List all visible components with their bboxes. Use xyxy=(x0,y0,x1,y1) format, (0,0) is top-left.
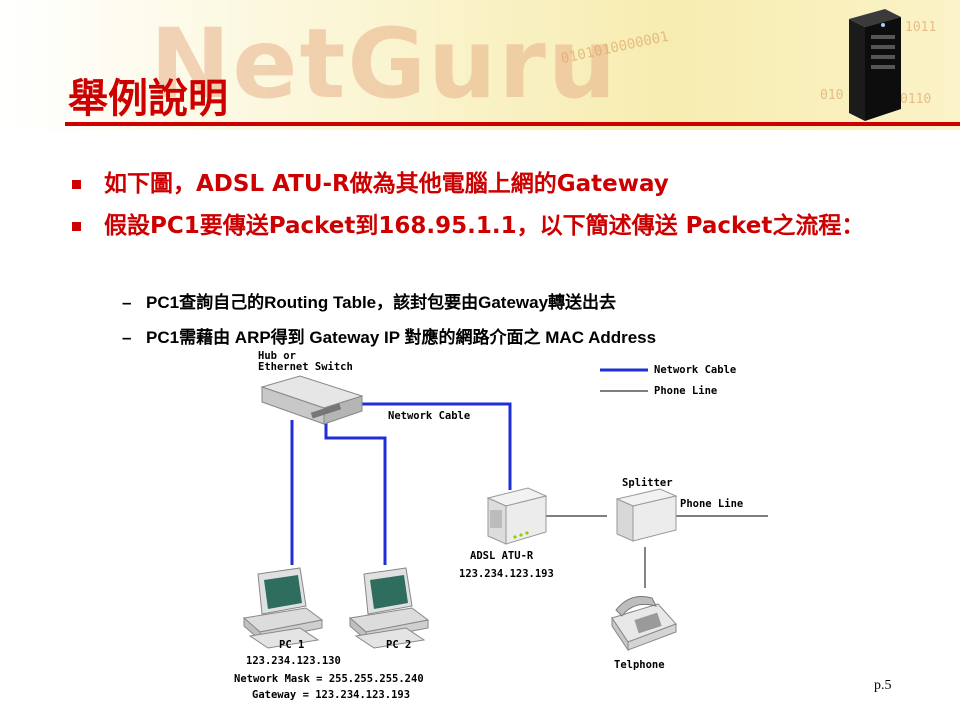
hub-switch-icon xyxy=(260,375,364,425)
splitter-icon xyxy=(615,488,678,542)
pc1-label: PC 1 xyxy=(279,639,304,651)
atur-ip: 123.234.123.193 xyxy=(459,568,554,580)
hub-label: Hub or xyxy=(258,350,296,362)
legend-phone-label: Phone Line xyxy=(654,385,717,397)
modem-icon xyxy=(486,487,548,545)
page-number: p.5 xyxy=(874,678,892,693)
bullet-marker xyxy=(72,222,81,231)
pc1-ip: 123.234.123.130 xyxy=(246,655,341,667)
pc1-computer-icon xyxy=(242,567,324,649)
cable-label: Network Cable xyxy=(388,410,470,422)
dash-marker: – xyxy=(122,293,132,312)
binary-decoration: 0110 xyxy=(900,92,932,107)
atur-label: ADSL ATU-R xyxy=(470,550,534,562)
splitter-label: Splitter xyxy=(622,477,673,489)
dash-marker: – xyxy=(122,328,132,347)
gateway-address: Gateway = 123.234.123.193 xyxy=(252,689,410,701)
binary-decoration: 1011 xyxy=(905,20,937,35)
sub-bullet: –PC1需藉由 ARP得到 Gateway IP 對應的網路介面之 MAC Ad… xyxy=(122,323,656,348)
network-mask: Network Mask = 255.255.255.240 xyxy=(234,673,424,685)
server-tower-icon xyxy=(849,9,901,121)
network-cable-hub-to-atur xyxy=(360,402,512,490)
bullet-marker xyxy=(72,180,81,189)
header-banner: NetGuru 0101010000001 010 1011 0110 xyxy=(0,0,960,130)
hub-label: Ethernet Switch xyxy=(258,361,353,373)
pc2-computer-icon xyxy=(348,567,430,649)
telephone-label: Telphone xyxy=(614,659,665,671)
bullet-text: 如下圖，ADSL ATU-R做為其他電腦上網的Gateway xyxy=(104,171,669,197)
bullet-text: 假設PC1要傳送Packet到168.95.1.1，以下簡述傳送 Packet之… xyxy=(104,213,865,239)
title-divider xyxy=(65,122,960,126)
network-cable-hub-to-pc2 xyxy=(324,420,387,565)
slide-title: 舉例說明 xyxy=(68,76,228,122)
phone-line-label: Phone Line xyxy=(680,498,743,510)
sub-bullet-text: PC1需藉由 ARP得到 Gateway IP 對應的網路介面之 MAC Add… xyxy=(146,328,657,347)
legend-network-label: Network Cable xyxy=(654,364,736,376)
pc2-label: PC 2 xyxy=(386,639,411,651)
binary-decoration: 010 xyxy=(820,88,844,103)
sub-bullet-text: PC1查詢自己的Routing Table，該封包要由Gateway轉送出去 xyxy=(146,293,617,312)
telephone-icon xyxy=(611,596,677,652)
sub-bullet: –PC1查詢自己的Routing Table，該封包要由Gateway轉送出去 xyxy=(122,288,616,313)
banner-logo-text: NetGuru xyxy=(150,8,619,120)
